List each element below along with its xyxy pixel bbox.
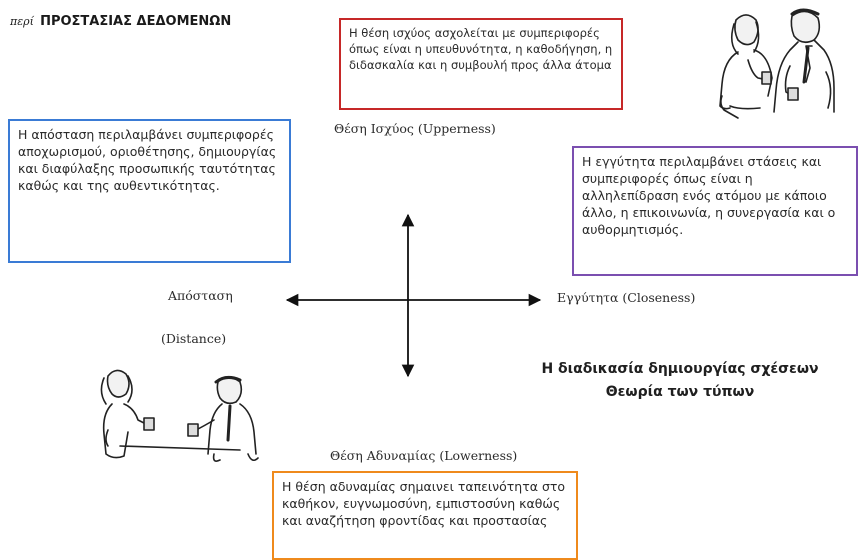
two-people-talking-illustration bbox=[719, 8, 835, 119]
axis-label-lowerness: Θέση Αδυναμίας (Lowerness) bbox=[330, 448, 518, 463]
process-title-line2: Θεωρία των τύπων bbox=[605, 384, 755, 400]
axis-label-distance-en: (Distance) bbox=[161, 331, 227, 346]
process-title: Η διαδικασία δημιουργίας σχέσεων Θεωρία … bbox=[500, 358, 860, 404]
header-prefix: περί bbox=[10, 15, 34, 28]
closeness-box: Η εγγύτητα περιλαμβάνει στάσεις και συμπ… bbox=[572, 146, 858, 276]
upperness-box: Η θέση ισχύος ασχολείται με συμπεριφορές… bbox=[339, 18, 623, 110]
axis-label-distance: Απόσταση bbox=[168, 288, 233, 303]
two-people-handshake-illustration bbox=[100, 369, 259, 462]
lowerness-box: Η θέση αδυναμίας σημαινει ταπεινότητα στ… bbox=[272, 471, 578, 560]
distance-box: Η απόσταση περιλαμβάνει συμπεριφορές απο… bbox=[8, 119, 291, 263]
axis-label-closeness: Εγγύτητα (Closeness) bbox=[557, 290, 696, 305]
process-title-line1: Η διαδικασία δημιουργίας σχέσεων bbox=[541, 361, 819, 377]
header-title: ΠΡΟΣΤΑΣΙΑΣ ΔΕΔΟΜΕΝΩΝ bbox=[40, 14, 232, 29]
axis-label-upperness: Θέση Ισχύος (Upperness) bbox=[334, 121, 496, 136]
page-header: περί ΠΡΟΣΤΑΣΙΑΣ ΔΕΔΟΜΕΝΩΝ bbox=[10, 14, 231, 29]
